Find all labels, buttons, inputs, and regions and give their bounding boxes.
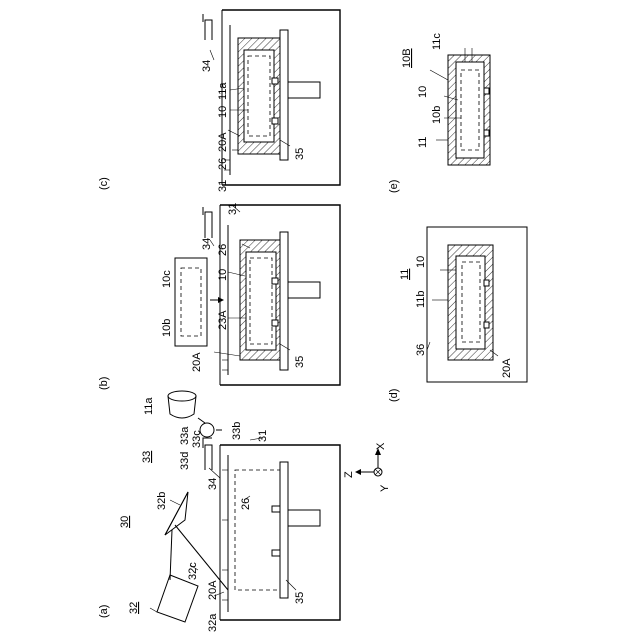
bump-b2	[272, 320, 278, 326]
platform-shaft-a	[288, 510, 320, 526]
axis-triad	[355, 448, 382, 476]
axis-label-z: Z	[343, 471, 355, 478]
liquid-ticks-b	[222, 360, 228, 370]
bump-d2	[484, 322, 489, 328]
platform-shaft-b	[288, 282, 320, 298]
liquid-ticks-a	[222, 470, 228, 600]
axis-label-x: X	[375, 442, 387, 450]
label-33c: 33c	[191, 430, 203, 448]
insert-arrow-head	[218, 297, 224, 303]
bump-a1	[272, 506, 280, 512]
label-26-a: 26	[240, 498, 252, 510]
label-11-d: 11	[399, 269, 411, 280]
beam-source	[170, 530, 172, 580]
cavity-b	[246, 252, 276, 350]
panel-a	[150, 391, 382, 622]
label-10B: 10B	[401, 48, 413, 68]
label-32b: 32b	[156, 492, 168, 510]
nozzle-34-b	[205, 212, 212, 238]
label-20A-c: 20A	[217, 132, 229, 152]
label-34-b: 34	[201, 238, 213, 250]
pipe-33d	[203, 438, 212, 448]
label-32: 32	[128, 602, 140, 614]
nozzle-34-c	[205, 20, 212, 40]
bump-c2	[272, 118, 278, 124]
bump-b1	[272, 278, 278, 284]
insert-10c	[181, 268, 201, 336]
axis-z-head	[355, 469, 361, 475]
label-31-a: 31	[257, 430, 269, 442]
label-11b: 11b	[415, 290, 427, 308]
cavity-d	[456, 256, 485, 349]
cavity-e	[456, 62, 484, 158]
reservoir-top	[168, 391, 196, 401]
label-10-d: 10	[415, 256, 427, 268]
panel-title-d: (d)	[388, 389, 400, 402]
bump-d1	[484, 280, 489, 286]
cured-region-26-a	[235, 470, 280, 590]
label-33b: 33b	[231, 422, 243, 440]
bump-c1	[272, 78, 278, 84]
label-20A-b: 20A	[191, 352, 203, 372]
axis-label-y: Y	[379, 484, 391, 492]
label-31-c: 31	[217, 180, 229, 192]
bump-e2	[484, 130, 489, 136]
label-35-c: 35	[294, 148, 306, 160]
label-10b-e: 10b	[431, 106, 443, 124]
label-20A-d: 20A	[501, 358, 513, 378]
platform-shaft-c	[288, 82, 320, 98]
label-30: 30	[119, 516, 131, 528]
label-36: 36	[415, 344, 427, 356]
pipe-33a	[198, 418, 205, 423]
label-33a: 33a	[179, 426, 191, 445]
label-35-a: 35	[294, 592, 306, 604]
nozzle-34-a	[205, 445, 212, 470]
platform-35-b	[280, 232, 288, 370]
label-26-c: 26	[217, 158, 229, 170]
label-35-b: 35	[294, 356, 306, 368]
label-10c-b: 10c	[161, 270, 173, 288]
leaders-a	[150, 438, 296, 612]
label-10-e: 10	[417, 86, 429, 98]
insert-10b	[175, 258, 207, 346]
label-33: 33	[141, 451, 153, 463]
panel-title-e: (e)	[388, 180, 400, 193]
cavity-c	[244, 50, 274, 142]
label-31-b: 31	[227, 203, 239, 215]
bump-a2	[272, 550, 280, 556]
label-11a-c: 11a	[217, 82, 229, 100]
label-11a-a: 11a	[143, 397, 155, 415]
label-11c: 11c	[431, 33, 443, 50]
bump-e1	[484, 88, 489, 94]
label-23A-b: 23A	[217, 310, 229, 330]
label-20A-a: 20A	[207, 580, 219, 600]
panel-title-c: (c)	[98, 177, 110, 190]
label-32a: 32a	[207, 613, 219, 632]
label-11-e: 11	[417, 137, 429, 148]
light-source-32a	[157, 575, 198, 622]
panel-title-b: (b)	[98, 377, 110, 390]
label-10-b: 10	[217, 269, 229, 281]
mirror-edge	[165, 492, 188, 535]
label-32c: 32c	[187, 562, 199, 580]
label-26-b: 26	[217, 244, 229, 256]
label-10b-b: 10b	[161, 319, 173, 337]
platform-35-a	[280, 462, 288, 598]
label-34-a: 34	[207, 478, 219, 490]
label-34-c: 34	[201, 60, 213, 72]
panel-title-a: (a)	[98, 605, 110, 618]
label-33d: 33d	[179, 452, 191, 470]
label-10-c: 10	[217, 106, 229, 118]
